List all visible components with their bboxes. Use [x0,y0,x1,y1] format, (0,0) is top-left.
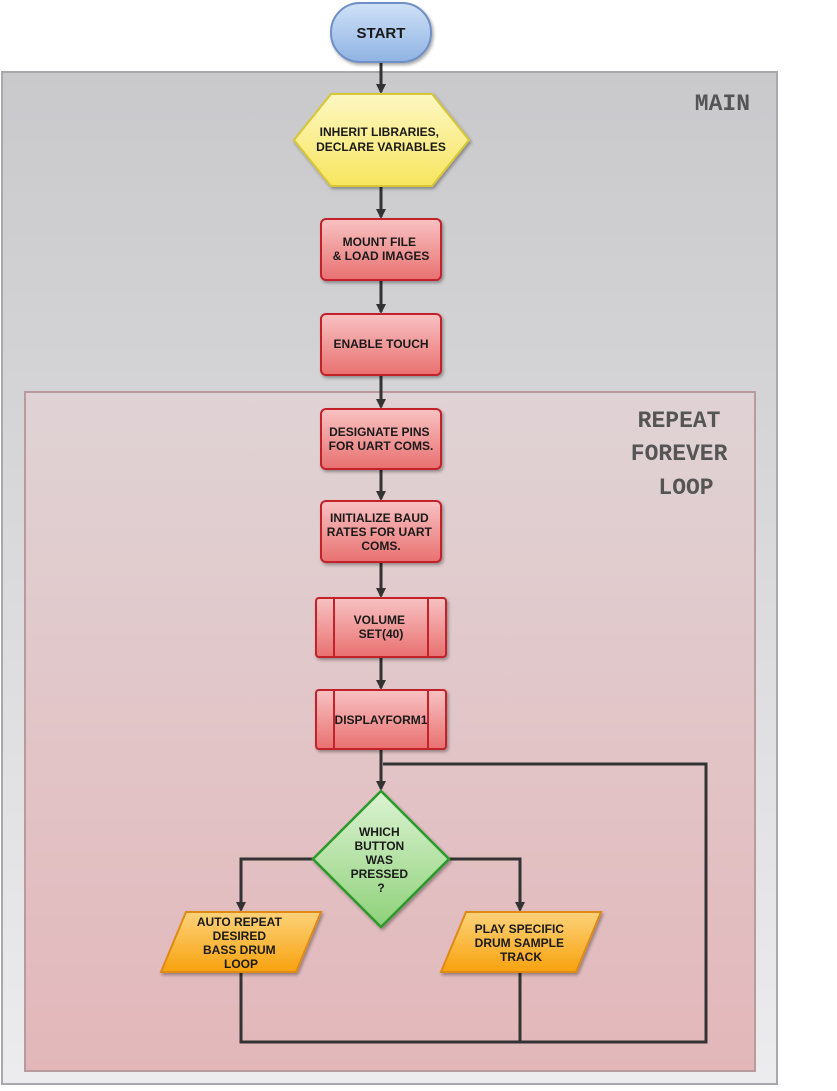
baud-node-line: INITIALIZE BAUD [330,511,429,525]
decision-node-line: WHICH [359,825,400,839]
start-node-label: START [357,25,406,42]
inherit-node-label: INHERIT LIBRARIES, DECLARE VARIABLES [316,125,446,154]
loop-label-line: LOOP [658,475,713,501]
decision-node-line: BUTTON [354,839,404,853]
auto-repeat-node-line: DESIRED [213,929,267,943]
mount-node-line: MOUNT FILE [343,235,416,249]
volume-node-line: SET(40) [359,627,404,641]
play-track-node-line: PLAY SPECIFIC [475,922,565,936]
loop-label-line: FOREVER [631,441,728,467]
pins-node [320,408,442,470]
baud-node [320,500,442,563]
touch-node [320,313,442,376]
edge-decision-play [448,857,525,912]
auto-repeat-node-label: AUTO REPEAT DESIRED BASS DRUM LOOP [197,915,285,971]
decision-node-line: PRESSED [351,867,409,881]
auto-repeat-node [159,911,323,973]
edge-decision-auto [236,857,316,912]
baud-node-label: INITIALIZE BAUD RATES FOR UART COMS. [327,511,435,553]
inherit-node-line: DECLARE VARIABLES [316,140,446,154]
display-node-line: DISPLAYFORM1 [335,713,428,727]
play-track-node-label: PLAY SPECIFIC DRUM SAMPLE TRACK [475,922,568,964]
loop-region-label: REPEAT FOREVER LOOP [631,408,741,501]
inherit-node-line: INHERIT LIBRARIES, [320,125,439,139]
decision-node-label: WHICH BUTTON WAS PRESSED ? [351,825,412,895]
volume-node-label: VOLUME SET(40) [354,613,409,641]
mount-node-label: MOUNT FILE & LOAD IMAGES [333,235,430,263]
mount-node-line: & LOAD IMAGES [333,249,430,263]
touch-node-label: ENABLE TOUCH [333,337,428,351]
play-track-node-line: TRACK [500,950,542,964]
play-track-node [439,911,603,973]
decision-node [311,789,451,929]
display-node [315,689,447,750]
inherit-node [292,93,471,187]
volume-node [315,597,447,658]
edge-auto-loopback [239,972,520,1044]
play-track-node-line: DRUM SAMPLE [475,936,564,950]
decision-node-line: ? [377,881,384,895]
auto-repeat-node-line: BASS DRUM [203,943,276,957]
volume-node-line: VOLUME [354,613,405,627]
baud-node-line: RATES FOR UART [327,525,433,539]
auto-repeat-node-line: LOOP [224,957,258,971]
start-node-line: START [357,25,406,42]
pins-node-line: DESIGNATE PINS [329,425,429,439]
display-node-label: DISPLAYFORM1 [335,713,428,727]
touch-node-line: ENABLE TOUCH [333,337,428,351]
loop-label-line: REPEAT [638,408,721,434]
main-region-label: MAIN [695,91,750,117]
pins-node-label: DESIGNATE PINS FOR UART COMS. [329,425,434,453]
auto-repeat-node-line: AUTO REPEAT [197,915,283,929]
start-node [330,2,432,63]
pins-node-line: FOR UART COMS. [329,439,434,453]
baud-node-line: COMS. [361,539,400,553]
edge-play-loopback [383,762,708,1044]
decision-node-line: WAS [366,853,393,867]
mount-node [320,218,442,281]
